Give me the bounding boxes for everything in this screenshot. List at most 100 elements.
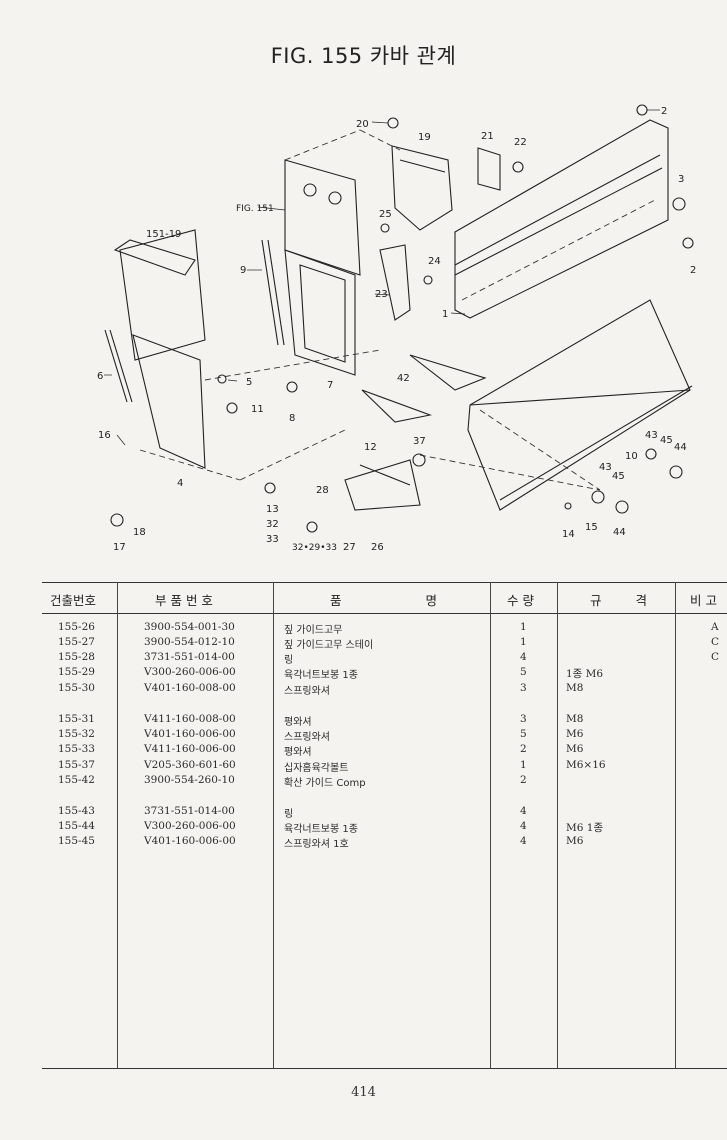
cell-part-no: 3731-551-014-00 xyxy=(144,805,235,817)
callout-25: 25 xyxy=(379,209,392,220)
column-divider xyxy=(675,582,676,1068)
callout-3: 3 xyxy=(678,174,684,185)
cell-qty: 5 xyxy=(520,666,527,678)
cell-part-no: V411-160-008-00 xyxy=(144,713,236,725)
cell-no: 155-42 xyxy=(58,774,95,786)
cell-no: 155-29 xyxy=(58,666,95,678)
cell-spec: 1종 M6 xyxy=(566,668,604,680)
callout-10: 10 xyxy=(625,451,638,462)
cell-spec: M6 xyxy=(566,743,584,755)
cell-qty: 4 xyxy=(520,835,527,847)
plate-21 xyxy=(477,147,501,191)
column-divider xyxy=(557,582,558,1068)
callout-2-top: 2 xyxy=(661,106,667,117)
cell-no: 155-26 xyxy=(58,621,95,633)
callout-19: 19 xyxy=(418,132,431,143)
callout-8: 8 xyxy=(289,413,295,424)
callout-16: 16 xyxy=(98,430,111,441)
page-number: 414 xyxy=(351,1085,376,1100)
callout-13: 13 xyxy=(266,504,279,515)
table-header-rule xyxy=(42,613,727,614)
cell-part-no: V401-160-006-00 xyxy=(144,728,236,740)
callout-44-b: 44 xyxy=(613,527,626,538)
callout-26: 26 xyxy=(371,542,384,553)
callout-43-a: 43 xyxy=(645,430,658,441)
cell-no: 155-37 xyxy=(58,759,95,771)
cell-qty: 4 xyxy=(520,651,527,663)
cell-no: 155-45 xyxy=(58,835,95,847)
cell-qty: 3 xyxy=(520,713,527,725)
callout-24: 24 xyxy=(428,256,441,267)
column-divider xyxy=(490,582,491,1068)
cell-name: 링 xyxy=(284,655,294,666)
cell-part-no: V401-160-006-00 xyxy=(144,835,236,847)
callout-5: 5 xyxy=(246,377,252,388)
callout-37: 37 xyxy=(413,436,426,447)
cell-remark: C xyxy=(711,636,720,648)
cell-name: 스프링와셔 xyxy=(284,732,330,743)
callout-4: 4 xyxy=(177,478,183,489)
callout-20: 20 xyxy=(356,119,369,130)
bracket-19 xyxy=(391,145,453,231)
dashed-leads xyxy=(139,349,601,491)
cell-spec: M6 xyxy=(566,728,584,740)
bracket-26 xyxy=(344,459,421,511)
callout-18: 18 xyxy=(133,527,146,538)
cell-qty: 1 xyxy=(520,621,527,633)
callout-27: 27 xyxy=(343,542,356,553)
cell-no: 155-44 xyxy=(58,820,95,832)
callout-21: 21 xyxy=(481,131,494,142)
cell-remark: A xyxy=(711,621,719,633)
callout-32: 32 xyxy=(266,519,279,530)
cell-qty: 1 xyxy=(520,759,527,771)
callout-7: 7 xyxy=(327,380,333,391)
cell-no: 155-28 xyxy=(58,651,95,663)
cell-name: 확산 가이드 Comp xyxy=(284,778,366,789)
rod-9 xyxy=(261,239,285,346)
cell-qty: 4 xyxy=(520,820,527,832)
cell-part-no: V411-160-006-00 xyxy=(144,743,236,755)
header-no: 건출번호 xyxy=(50,593,97,608)
header-qty: 수 량 xyxy=(507,593,534,608)
table-bottom-rule xyxy=(42,1068,727,1069)
guide-42 xyxy=(361,354,487,423)
cell-qty: 2 xyxy=(520,774,527,786)
header-spec: 규 격 xyxy=(590,593,647,608)
cell-no: 155-32 xyxy=(58,728,95,740)
cell-spec: M6 1종 xyxy=(566,822,604,834)
cell-spec: M8 xyxy=(566,682,584,694)
callout-6: 6 xyxy=(97,371,103,382)
callout-9: 9 xyxy=(240,265,246,276)
cell-part-no: 3900-554-001-30 xyxy=(144,621,235,633)
cell-qty: 4 xyxy=(520,805,527,817)
cell-name: 평와셔 xyxy=(284,717,312,728)
callout-45-b: 45 xyxy=(612,471,625,482)
plate-151-19 xyxy=(113,229,206,361)
cell-spec: M6×16 xyxy=(566,759,606,771)
cell-part-no: V205-360-601-60 xyxy=(144,759,236,771)
callout-44-a: 44 xyxy=(674,442,687,453)
header-name: 품 명 xyxy=(330,593,437,608)
lower-cover xyxy=(467,299,693,511)
callout-11: 11 xyxy=(251,404,264,415)
callout-33: 33 xyxy=(266,534,279,545)
cell-spec: M8 xyxy=(566,713,584,725)
cell-no: 155-43 xyxy=(58,805,95,817)
cell-name: 평와셔 xyxy=(284,747,312,758)
cell-remark: C xyxy=(711,651,720,663)
callout-42: 42 xyxy=(397,373,410,384)
cell-qty: 1 xyxy=(520,636,527,648)
cell-spec: M6 xyxy=(566,835,584,847)
callout-14: 14 xyxy=(562,529,575,540)
callout-32-29-33: 32•29•33 xyxy=(292,543,337,553)
cell-part-no: V300-260-006-00 xyxy=(144,820,236,832)
cell-no: 155-30 xyxy=(58,682,95,694)
